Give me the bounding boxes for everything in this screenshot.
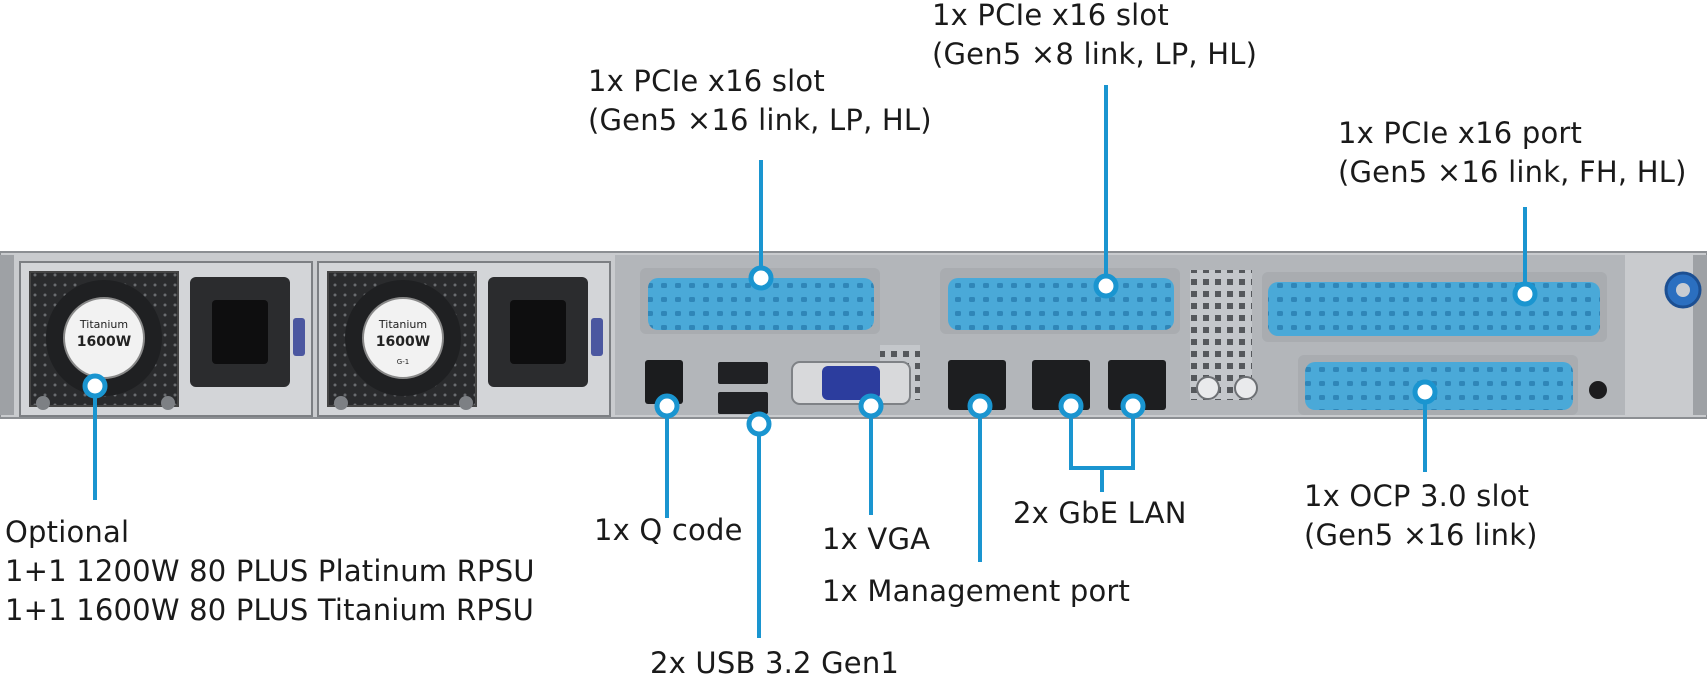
label-vga: 1x VGA — [822, 522, 931, 556]
label-rpsu-line2: 1+1 1200W 80 PLUS Platinum RPSU — [5, 554, 535, 588]
psu2-badge-value: 1600W — [376, 334, 430, 350]
label-ocp: 1x OCP 3.0 slot (Gen5 ×16 link) — [1304, 477, 1538, 555]
pcie-slot-2-bracket — [940, 268, 1180, 334]
psu2-badge-top: Titanium — [378, 318, 427, 331]
usb-port-2 — [718, 392, 768, 414]
pcie-slot-1-bracket — [640, 268, 880, 334]
psu1-badge-top: Titanium — [79, 318, 128, 331]
callout-dot-qcode — [654, 393, 680, 419]
qcode-display — [645, 360, 683, 404]
label-pcie-slot-top-line1: 1x PCIe x16 slot — [932, 0, 1169, 32]
label-ocp-line2: (Gen5 ×16 link) — [1304, 518, 1538, 552]
callout-dot-vga — [858, 393, 884, 419]
callout-dot-pcie-mid — [748, 265, 774, 291]
power-button-icon — [1234, 376, 1258, 400]
label-pcie-slot-top: 1x PCIe x16 slot (Gen5 ×8 link, LP, HL) — [932, 0, 1257, 74]
label-gbe-lan: 2x GbE LAN — [1013, 496, 1187, 530]
callout-dot-pcie-right — [1512, 281, 1538, 307]
callout-dot-lan-2 — [1120, 393, 1146, 419]
callout-dot-management — [967, 393, 993, 419]
label-qcode: 1x Q code — [594, 513, 743, 547]
usb-port-1 — [718, 362, 768, 384]
callout-dots — [82, 265, 1538, 437]
status-led — [1589, 381, 1607, 399]
psu-1 — [19, 261, 313, 417]
callout-dot-usb — [746, 411, 772, 437]
id-button-icon — [1196, 376, 1220, 400]
label-ocp-line1: 1x OCP 3.0 slot — [1304, 479, 1530, 513]
management-port — [948, 360, 1006, 410]
label-management-port: 1x Management port — [822, 574, 1131, 608]
psu2-badge-small: G-1 — [397, 358, 409, 366]
psu-2 — [317, 261, 611, 417]
lan-port-2 — [1108, 360, 1166, 410]
label-usb: 2x USB 3.2 Gen1 — [650, 646, 900, 680]
ocp-slot-bracket — [1298, 355, 1578, 415]
callout-dot-ocp — [1412, 379, 1438, 405]
label-pcie-port-right: 1x PCIe x16 port (Gen5 ×16 link, FH, HL) — [1338, 114, 1687, 192]
label-pcie-slot-top-line2: (Gen5 ×8 link, LP, HL) — [932, 37, 1258, 71]
label-rpsu: Optional 1+1 1200W 80 PLUS Platinum RPSU… — [5, 513, 535, 630]
pcie-port-fh-bracket — [1262, 272, 1607, 342]
psu1-badge-value: 1600W — [77, 334, 131, 350]
label-rpsu-line3: 1+1 1600W 80 PLUS Titanium RPSU — [5, 593, 535, 627]
label-pcie-slot-mid: 1x PCIe x16 slot (Gen5 ×16 link, LP, HL) — [588, 62, 932, 140]
label-rpsu-line1: Optional — [5, 515, 130, 549]
label-pcie-port-right-line2: (Gen5 ×16 link, FH, HL) — [1338, 155, 1687, 189]
io-panel — [645, 360, 1607, 414]
label-pcie-slot-mid-line1: 1x PCIe x16 slot — [588, 64, 825, 98]
label-pcie-port-right-line1: 1x PCIe x16 port — [1338, 116, 1583, 150]
callout-dot-lan-1 — [1058, 393, 1084, 419]
callout-lines — [93, 85, 1527, 638]
callout-dot-rpsu — [82, 373, 108, 399]
callout-dot-pcie-top — [1093, 273, 1119, 299]
label-pcie-slot-mid-line2: (Gen5 ×16 link, LP, HL) — [588, 103, 932, 137]
